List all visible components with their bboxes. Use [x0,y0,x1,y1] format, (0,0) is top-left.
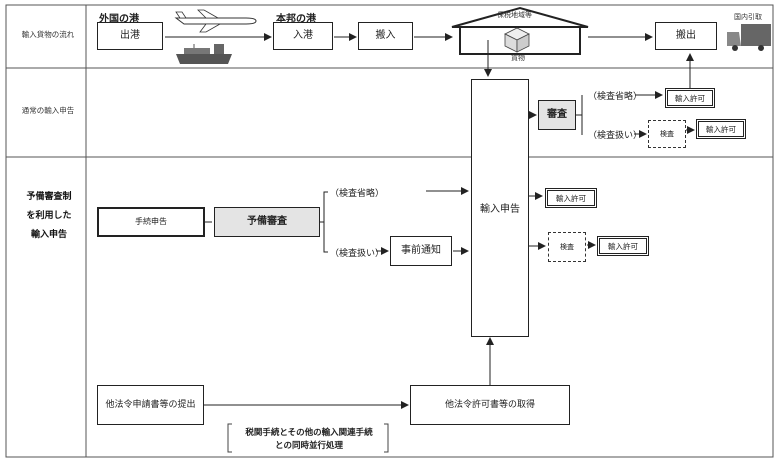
advance-notice-box: 事前通知 [390,236,452,266]
row3-label-line3: 輸入申告 [30,229,67,240]
skip-inspection-label: （検査省略） [588,92,643,102]
home-port-label: 本邦の港 [276,14,316,25]
inspection-box: 審査 [538,100,576,130]
pre-exam-dashed-box: 検査 [548,232,586,262]
pre-skip-label: （検査省略） [330,189,385,199]
other-law-submit-box: 他法令申請書等の提出 [97,385,204,425]
arrival-box: 入港 [273,22,333,50]
permit-box-b: 輸入許可 [696,119,746,139]
airplane-icon [174,9,257,33]
warehouse-label: 保税地域等 [497,11,532,19]
row1-label: 輸入貨物の流れ [21,30,75,39]
pre-with-label: （検査扱い） [330,249,385,259]
foreign-port-label: 外国の港 [99,14,139,25]
note-line2: との同時並行処理 [275,441,343,451]
with-inspection-label: （検査扱い） [588,131,643,141]
warehouse-icon [451,6,589,55]
row3-label-line1: 予備審査制 [26,192,72,202]
cargo-label: 貨物 [511,54,525,62]
ship-icon [176,44,232,64]
exam-box: 検査 [648,120,686,148]
outer-frame [5,4,774,458]
carry-out-box: 搬出 [655,22,717,50]
note-bracket-left [227,423,232,453]
other-law-obtain-box: 他法令許可書等の取得 [410,385,570,425]
permit-box-d: 輸入許可 [597,236,649,256]
row2-label: 通常の輸入申告 [21,106,75,115]
cargo-box-icon [504,27,530,53]
declaration-box: 輸入申告 [471,79,529,337]
permit-box-a: 輸入許可 [665,88,715,108]
carry-in-box: 搬入 [358,22,413,50]
note-line1: 税関手続とその他の輸入関連手続 [245,428,373,438]
pre-branch-bracket [323,191,328,253]
truck-icon [727,24,771,51]
row3-label: 予備審査制 を利用した 輸入申告 [14,188,84,245]
doc-prep-box: 手続申告 [97,207,205,237]
permit-box-c: 輸入許可 [545,188,597,208]
pre-exam-box: 予備審査 [214,207,320,237]
domestic-label: 国内引取 [734,13,762,21]
row3-label-line2: を利用した [26,210,72,221]
note-bracket-right [384,423,389,453]
departure-box: 出港 [97,22,163,50]
